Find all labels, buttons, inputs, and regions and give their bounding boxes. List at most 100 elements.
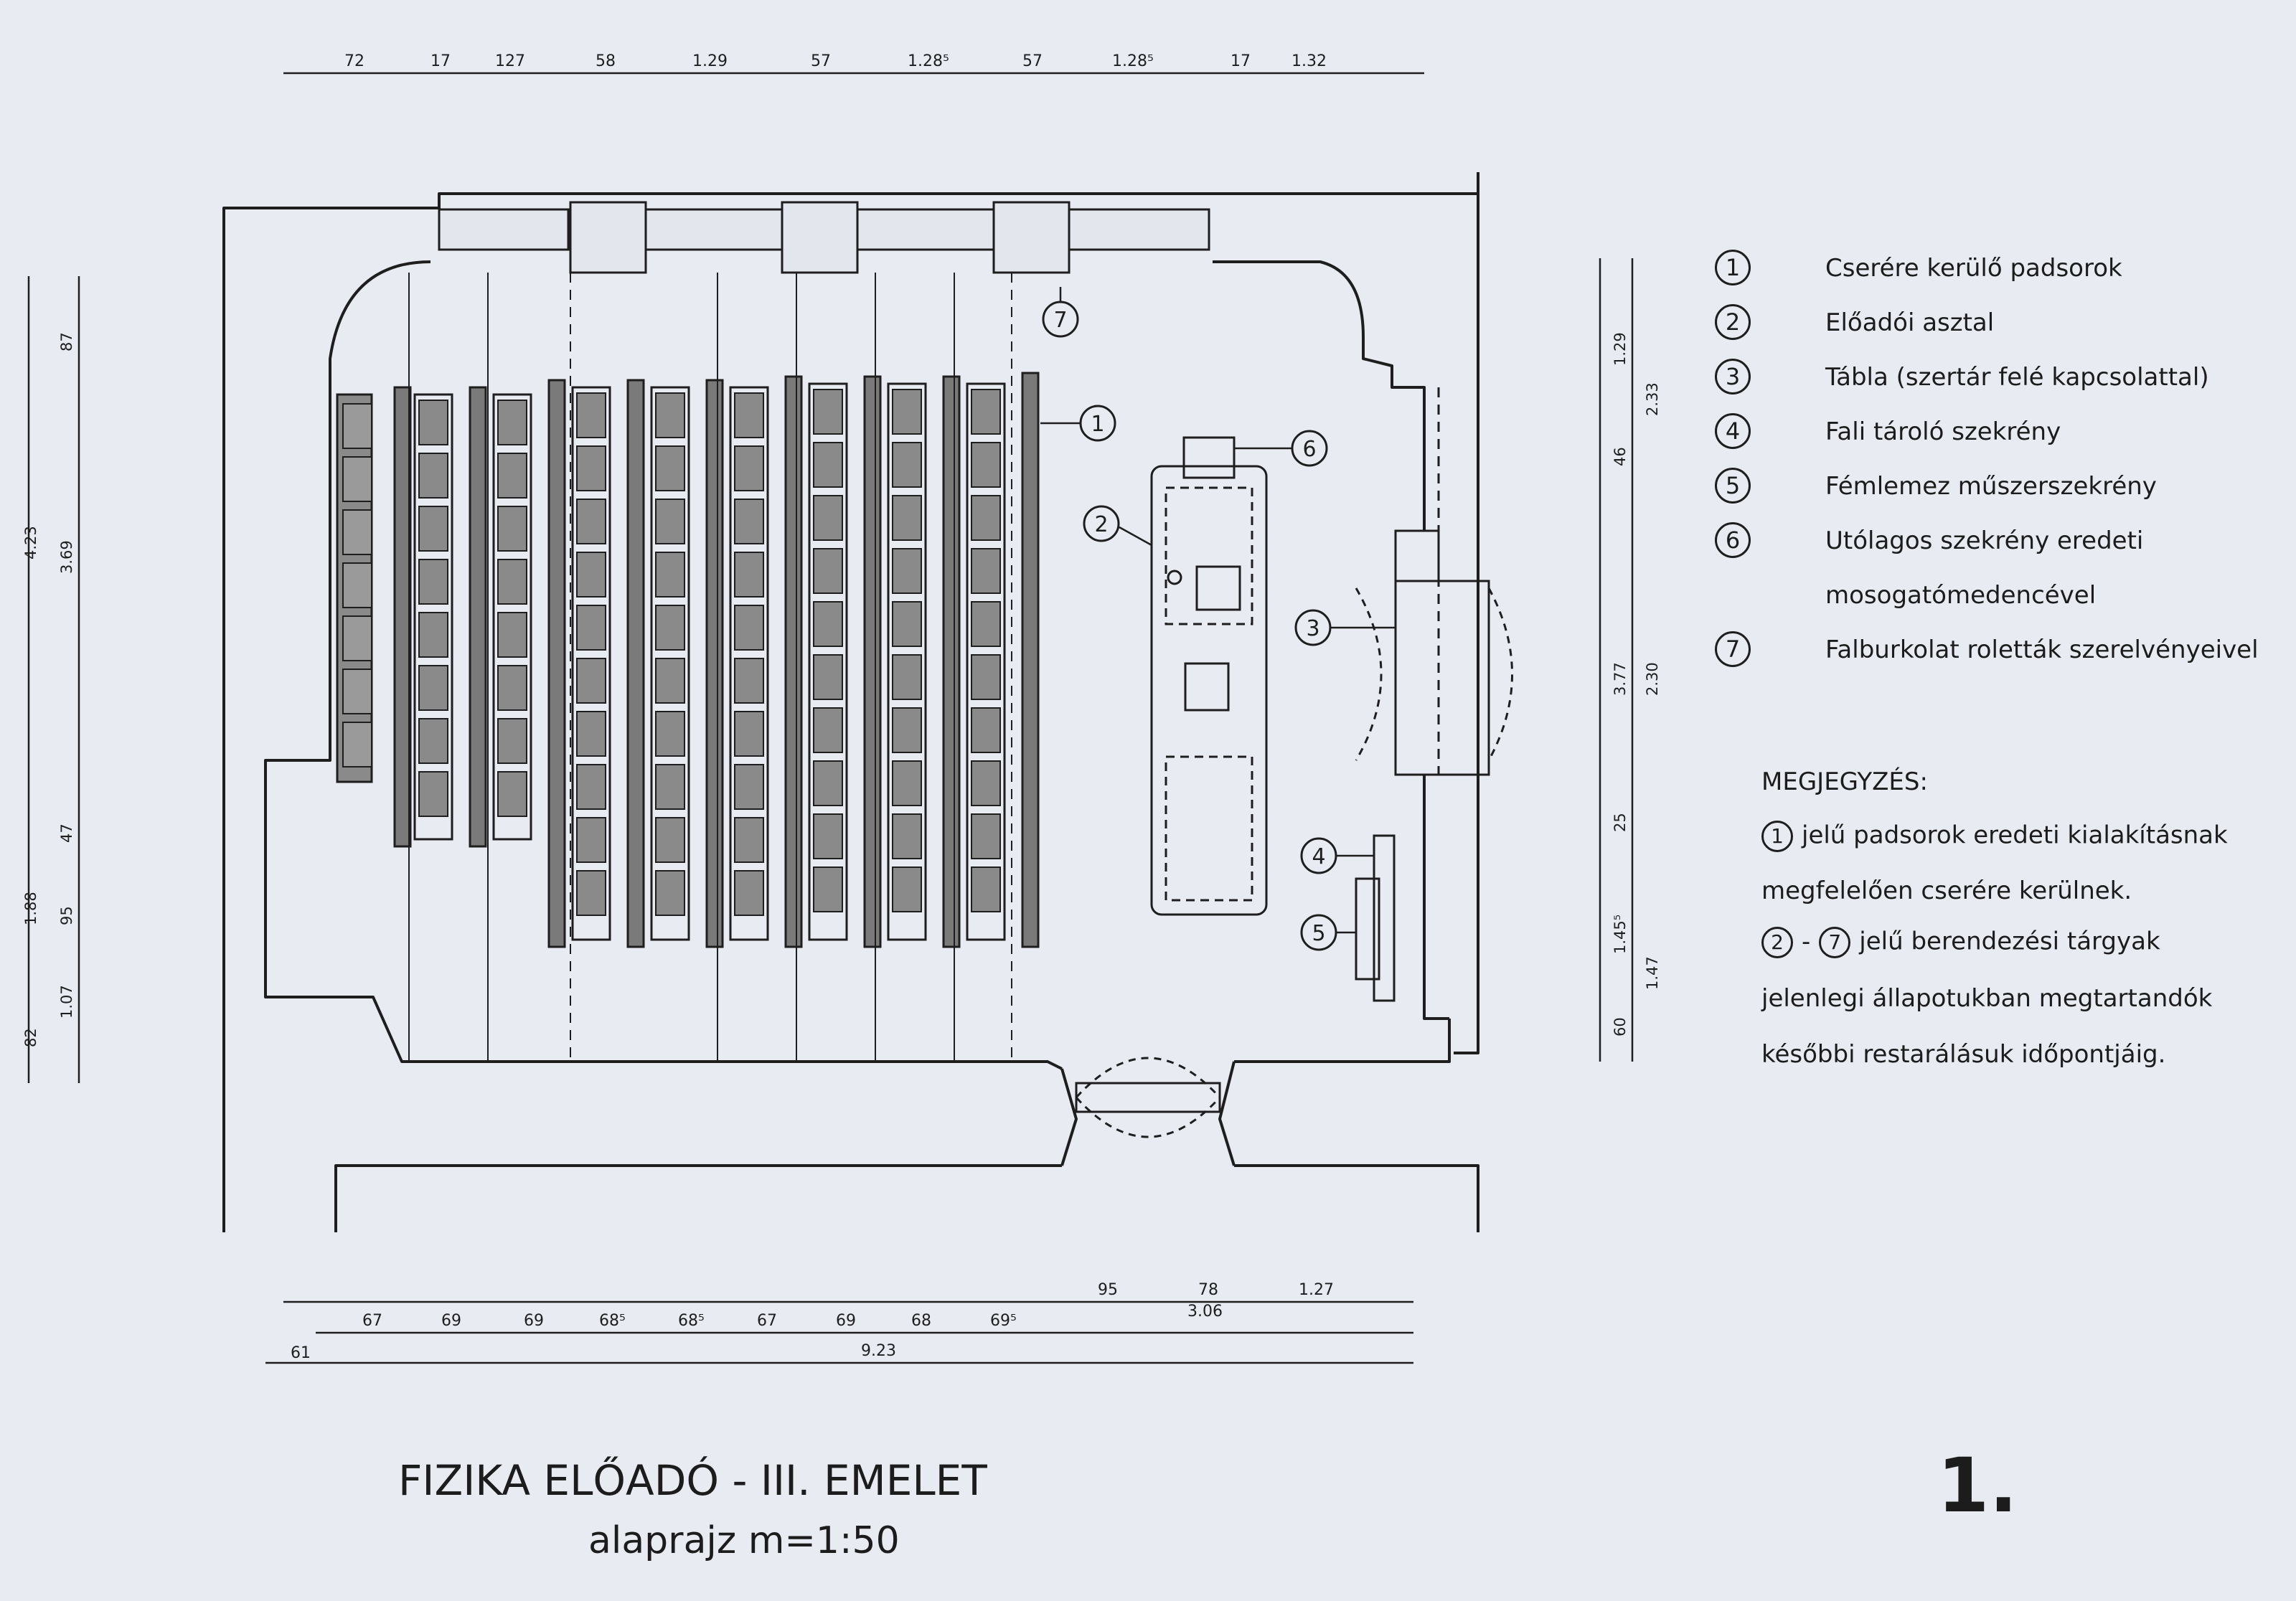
note-number: 2 — [1761, 927, 1793, 958]
seat — [497, 665, 527, 711]
dim-label: 67 — [362, 1312, 382, 1330]
seat — [734, 817, 764, 863]
seat — [418, 559, 448, 605]
note-line: későbbi restarálásuk időpontjáig. — [1761, 1040, 2166, 1069]
seat — [971, 760, 1001, 806]
bench-row — [863, 375, 927, 948]
callout-4: 4 — [1300, 837, 1374, 874]
dim-label: 3.69 — [58, 540, 75, 574]
dim-label: 69 — [524, 1312, 544, 1330]
seat — [497, 453, 527, 499]
seat — [342, 403, 372, 449]
lecturer-desk — [1150, 436, 1268, 916]
dim-label: 25 — [1612, 813, 1629, 832]
seat — [497, 559, 527, 605]
door — [1075, 1057, 1221, 1138]
legend-item: 4 Fali tároló szekrény — [1715, 413, 2282, 456]
seat — [576, 445, 606, 491]
dimension-labels-top: 72 17 127 58 1.29 57 1.28⁵ 57 1.28⁵ 17 1… — [344, 52, 1327, 70]
dimension-lines — [27, 72, 1634, 1364]
seat — [342, 562, 372, 608]
seat — [813, 866, 843, 912]
dim-label: 17 — [1231, 52, 1251, 70]
seat — [576, 552, 606, 598]
dim-label: 1.29 — [1612, 332, 1629, 366]
dim-label: 68 — [911, 1312, 931, 1330]
seat — [813, 601, 843, 647]
legend-number: 6 — [1715, 522, 1751, 558]
seat — [813, 813, 843, 859]
dim-label: 60 — [1612, 1017, 1629, 1036]
dim-label: 47 — [58, 823, 75, 843]
seat — [971, 813, 1001, 859]
windows — [438, 201, 1210, 274]
aisle-lines — [408, 273, 1012, 1062]
bench-row — [626, 379, 690, 948]
note-text: jelű berendezési tárgyak — [1859, 927, 2160, 956]
legend-text: mosogatómedencével — [1825, 581, 2097, 610]
dim-label: 2.33 — [1644, 382, 1661, 416]
seat — [971, 601, 1001, 647]
callout-number: 3 — [1306, 616, 1319, 641]
legend-text: Fémlemez műszerszekrény — [1825, 472, 2157, 501]
seat — [655, 817, 685, 863]
bench-row — [469, 386, 532, 848]
dim-label: 1.47 — [1644, 956, 1661, 990]
bench-row — [942, 375, 1006, 948]
legend-item: 7 Falburkolat roletták szerelvényeivel — [1715, 631, 2282, 674]
dimension-labels-bottom: 95 78 1.27 67 69 69 68⁵ 68⁵ 67 69 68 69⁵… — [291, 1281, 1334, 1362]
legend-number: 1 — [1715, 250, 1751, 285]
legend-text: Falburkolat roletták szerelvényeivel — [1825, 636, 2259, 664]
seat — [971, 707, 1001, 753]
dim-label: 17 — [430, 52, 451, 70]
legend-number: 2 — [1715, 304, 1751, 340]
callout-number: 7 — [1053, 308, 1067, 333]
dim-label: 68⁵ — [678, 1312, 705, 1330]
dim-label: 72 — [344, 52, 364, 70]
seat — [342, 456, 372, 502]
dim-label: 1.32 — [1292, 52, 1327, 70]
seat — [342, 509, 372, 555]
seat — [655, 870, 685, 916]
dim-label: 57 — [1022, 52, 1043, 70]
dim-label: 1.29 — [692, 52, 728, 70]
dim-label: 1.28⁵ — [908, 52, 949, 70]
note-number: 1 — [1761, 821, 1793, 852]
seat — [892, 601, 922, 647]
dim-label: 2.30 — [1644, 662, 1661, 696]
legend-number: 3 — [1715, 359, 1751, 395]
dim-label: 69⁵ — [990, 1312, 1017, 1330]
seat — [892, 442, 922, 488]
note-number: 7 — [1819, 927, 1851, 958]
seat — [576, 711, 606, 757]
seat — [734, 605, 764, 651]
legend-item: 2 Előadói asztal — [1715, 304, 2282, 347]
seat — [655, 764, 685, 810]
seat — [418, 506, 448, 552]
dim-label: 57 — [811, 52, 831, 70]
dim-label: 69 — [441, 1312, 461, 1330]
sheet-number: 1. — [1937, 1442, 2018, 1529]
seat — [892, 813, 922, 859]
dim-label: 67 — [757, 1312, 777, 1330]
dim-label: 1.07 — [58, 985, 75, 1019]
dim-label: 87 — [58, 332, 75, 351]
seat — [734, 711, 764, 757]
legend-item: 6 Utólagos szekrény eredeti — [1715, 522, 2282, 565]
callout-number: 2 — [1094, 512, 1108, 537]
dim-label: 1.28⁵ — [1112, 52, 1154, 70]
dim-label: 95 — [58, 906, 75, 925]
legend-text: Cserére kerülő padsorok — [1825, 254, 2122, 283]
callout-5: 5 — [1300, 914, 1356, 951]
seat — [342, 615, 372, 661]
seat — [418, 612, 448, 658]
dim-label: 61 — [291, 1344, 311, 1362]
seat — [734, 552, 764, 598]
seat — [813, 495, 843, 541]
legend-text: Előadói asztal — [1825, 308, 1995, 337]
seat — [971, 548, 1001, 594]
dim-label: 58 — [596, 52, 616, 70]
seat — [892, 707, 922, 753]
